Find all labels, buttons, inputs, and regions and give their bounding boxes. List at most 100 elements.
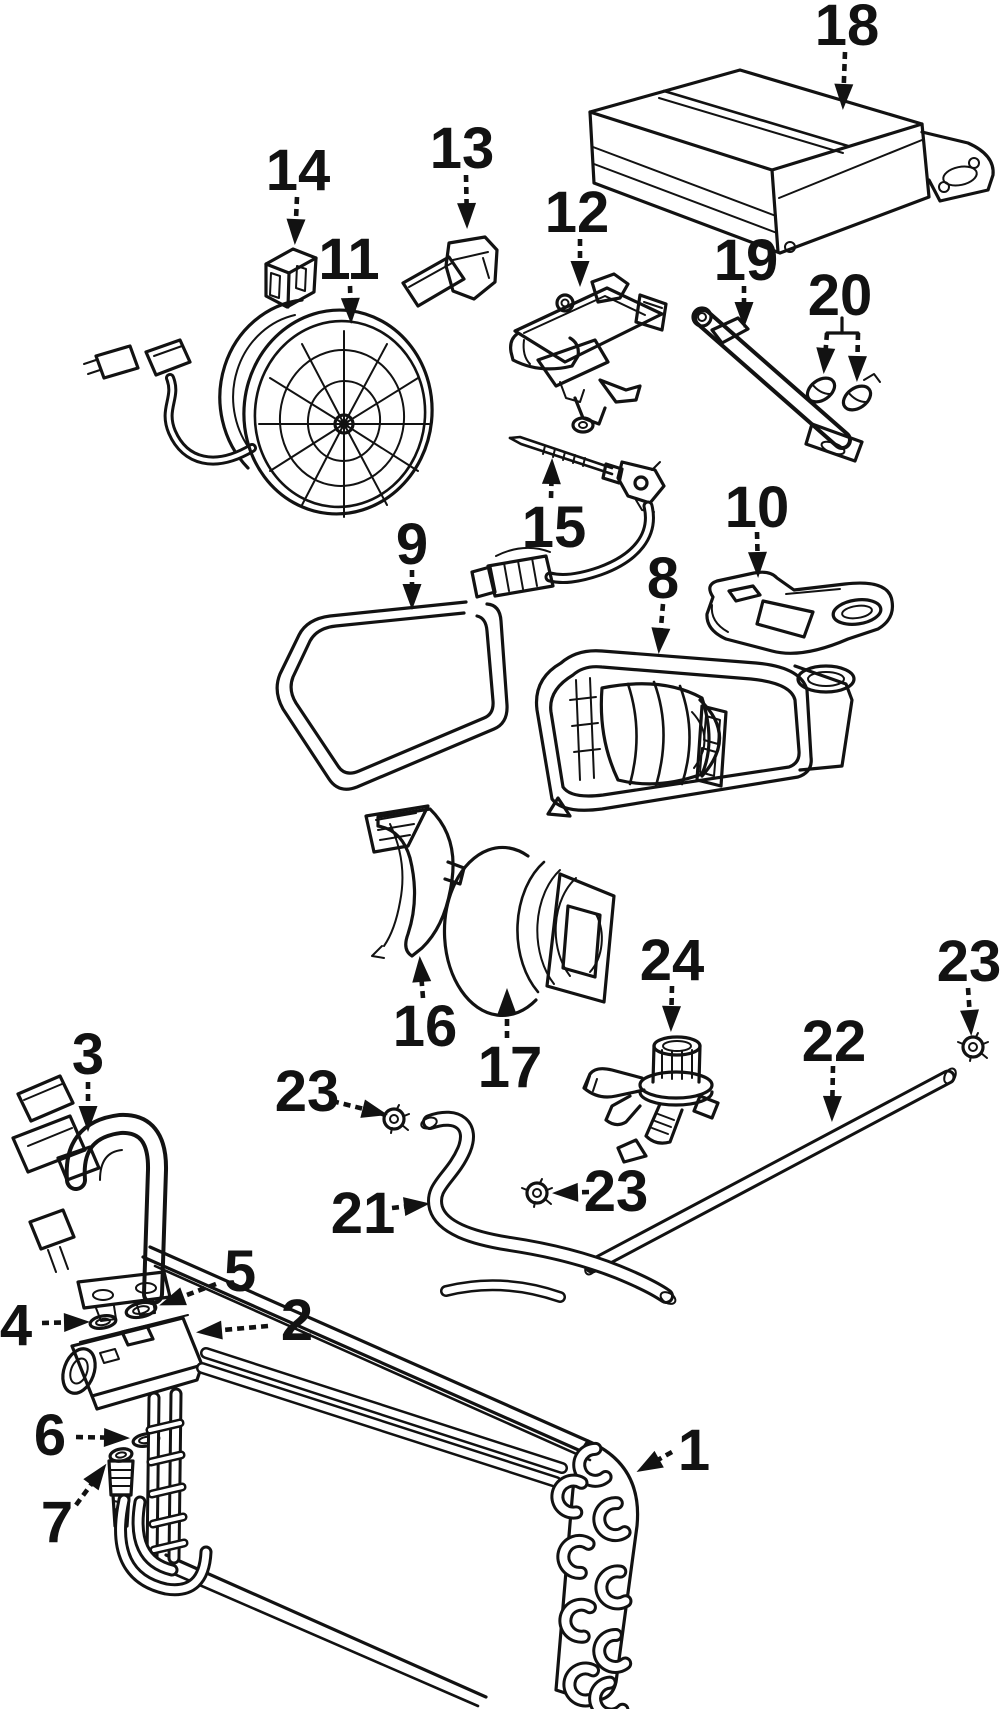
tube-highlight [166,376,254,463]
tube-highlight [547,503,652,582]
tube-highlight [425,1113,671,1301]
tube-highlight [151,1515,185,1526]
callout-label-20: 20 [808,263,873,328]
callout-label-14: 14 [266,138,331,203]
callout-label-2: 2 [281,1288,313,1353]
arrow-head [286,218,306,245]
callout-label-10: 10 [725,475,790,540]
part-9-seal-drawing [275,600,509,791]
tube-highlight [595,1499,629,1540]
leader-line [841,51,848,89]
arrow-head [196,1320,223,1340]
leader-line [855,332,861,361]
callout-layer: 1234567891011121314151617181920212223232… [0,0,1000,1555]
arrow-head [457,202,477,229]
tube-highlight [553,1476,586,1517]
part-20-clips-drawing [805,373,881,412]
callout-label-9: 9 [396,512,428,577]
tube-highlight [117,1496,210,1594]
arrow-head [78,1106,98,1132]
tube-highlight [559,1536,593,1577]
part-15-temp-sensor-drawing [470,435,666,599]
part-23-push-nut-drawing [957,1032,989,1062]
tube-highlight [595,1630,630,1671]
leader-line [331,1098,368,1112]
tube-highlight [591,1678,627,1709]
arrow-head [816,347,836,374]
callout-label-5: 5 [224,1239,256,1304]
callout-label-11: 11 [318,227,379,292]
arrow-head [541,458,561,485]
evaporator-coil-bends [550,1441,633,1709]
tube-highlight [149,1453,183,1464]
part-24-water-valve-drawing [582,1035,720,1164]
arrow-head [83,1463,107,1491]
leader-line [217,1323,269,1333]
tube-highlight [170,1390,180,1562]
arrow-head [834,83,854,110]
callout-label-24: 24 [640,928,705,993]
arrow-head [636,1450,664,1472]
leader-line [41,1320,69,1326]
tube-highlight [198,1364,560,1486]
tube-highlight [575,1444,610,1485]
arrow-head [403,1197,430,1217]
arrow-head [570,261,590,287]
callout-label-18: 18 [815,0,880,58]
callout-label-22: 22 [802,1009,867,1074]
callout-label-3: 3 [72,1022,104,1087]
leader-line [965,987,973,1015]
leader-line [75,1434,109,1440]
leader-line [463,174,469,208]
tube-highlight [565,1664,598,1705]
tube-highlight [150,1485,184,1496]
arrow-head [847,355,867,382]
arrow-head [960,1009,979,1036]
part-10-gasket-drawing [705,570,895,655]
callout-label-4: 4 [0,1293,32,1358]
callout-label-6: 6 [34,1403,66,1468]
part-23-push-nut-drawing [521,1178,553,1208]
part-23-push-nut-drawing [378,1104,410,1134]
part-17-duct-drawing [442,845,616,1018]
part-8-housing-drawing [534,649,856,818]
tube-highlight [148,1394,158,1564]
arrow-head [103,1428,130,1448]
part-3-pipe-assembly-drawing [11,1074,172,1322]
callout-label-15: 15 [522,495,587,560]
arrow-head [340,297,360,324]
part-11-blower-motor-drawing [83,298,434,518]
leader-line [74,1480,96,1507]
leader-line [669,985,675,1011]
arrow-head [552,1182,579,1202]
part-5-o-ring-drawing [124,1300,158,1320]
callout-label-23: 23 [275,1059,340,1124]
tube-highlight [202,1349,566,1472]
tube-highlight [442,1281,564,1301]
arrow-head [159,1287,187,1306]
arrow-head [662,1005,682,1032]
callout-label-16: 16 [393,994,458,1059]
tube-highlight [597,1567,630,1608]
part-1-evaporator-drawing [114,1245,640,1709]
leader-line [179,1281,217,1300]
part-12-actuator-drawing [509,272,668,434]
tube-highlight [134,1498,176,1574]
arrow-head [651,627,671,654]
arrow-head [360,1099,388,1118]
callout-label-17: 17 [478,1035,543,1100]
tube-highlight [152,1541,186,1552]
part-13-bracket-drawing [401,235,499,308]
arrow-head [402,584,422,610]
leader-line [754,531,760,557]
part-21-hose-drawing [420,1110,677,1305]
part-14-resistor-drawing [264,247,318,309]
tube-highlight [587,1072,953,1271]
callout-label-21: 21 [331,1181,396,1246]
part-18-heater-core-drawing [588,68,995,255]
leader-line [293,196,300,224]
arrow-head [747,551,767,578]
callout-label-23: 23 [937,929,1000,994]
arrow-head [497,988,517,1014]
